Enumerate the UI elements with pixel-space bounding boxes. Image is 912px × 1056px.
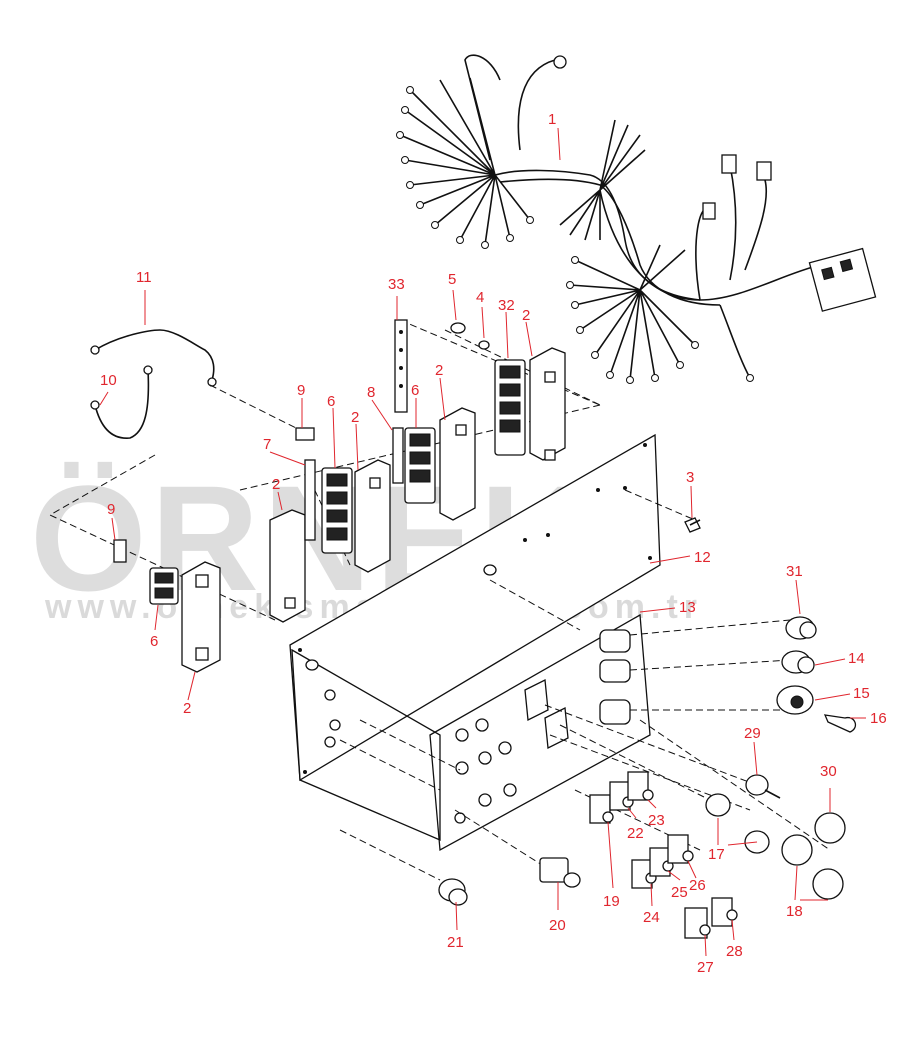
toggle-switch-27 <box>684 907 711 939</box>
callout-15: 15 <box>853 685 870 702</box>
strip-7 <box>304 459 316 541</box>
callout-9-a: 9 <box>297 382 305 399</box>
callout-1: 1 <box>548 111 556 128</box>
callout-31: 31 <box>786 563 803 580</box>
callout-29: 29 <box>744 725 761 742</box>
callout-24: 24 <box>643 909 660 926</box>
callout-2-c: 2 <box>351 409 359 426</box>
gauge-cap-18-b <box>812 868 844 900</box>
fuse-holder-2-a <box>181 561 221 673</box>
fuse-block-6-a <box>149 567 179 605</box>
relay-strip-33 <box>394 319 408 413</box>
gauge-29 <box>745 774 781 799</box>
callout-6-b: 6 <box>327 393 335 410</box>
fuse-block-6-c <box>404 427 436 504</box>
fuse-block-6-b <box>321 467 353 554</box>
indicator-31 <box>785 616 817 640</box>
back-panel-plate <box>291 648 441 841</box>
key-16 <box>823 714 857 733</box>
callout-6-a: 6 <box>150 633 158 650</box>
callout-19: 19 <box>603 893 620 910</box>
gauge-cap-18-a <box>781 834 813 866</box>
switch-20 <box>539 857 581 888</box>
callout-4: 4 <box>476 289 484 306</box>
wiring-harness <box>396 54 877 384</box>
switch-panel-13 <box>429 613 651 852</box>
callout-10: 10 <box>100 372 117 389</box>
callout-13: 13 <box>679 599 696 616</box>
ignition-switch-15 <box>776 685 814 715</box>
toggle-switch-25 <box>649 847 674 877</box>
callout-14: 14 <box>848 650 865 667</box>
washer-4 <box>478 340 490 350</box>
callout-8: 8 <box>367 384 375 401</box>
callout-25: 25 <box>671 884 688 901</box>
callout-23: 23 <box>648 812 665 829</box>
fuse-block-32 <box>494 359 526 456</box>
callout-21: 21 <box>447 934 464 951</box>
callout-2-a: 2 <box>183 700 191 717</box>
clip-9-a <box>295 427 315 441</box>
callout-28: 28 <box>726 943 743 960</box>
gauge-cap-30 <box>814 812 846 844</box>
callout-9-b: 9 <box>107 501 115 518</box>
callout-27: 27 <box>697 959 714 976</box>
callout-2-d: 2 <box>435 362 443 379</box>
callout-30: 30 <box>820 763 837 780</box>
callout-17: 17 <box>708 846 725 863</box>
callout-33: 33 <box>388 276 405 293</box>
fuse-holder-2-c <box>354 459 391 573</box>
callout-7: 7 <box>263 436 271 453</box>
callout-22: 22 <box>627 825 644 842</box>
callout-18: 18 <box>786 903 803 920</box>
callout-32: 32 <box>498 297 515 314</box>
fuse-holder-2-e <box>529 347 566 461</box>
callout-12: 12 <box>694 549 711 566</box>
screw-3 <box>684 517 701 533</box>
callout-3: 3 <box>686 469 694 486</box>
fuse-holder-2-b <box>269 509 306 623</box>
gauge-17-a <box>705 793 731 817</box>
fuse-holder-2-d <box>439 407 476 521</box>
callout-6-c: 6 <box>411 382 419 399</box>
callout-26: 26 <box>689 877 706 894</box>
nut-5 <box>450 322 466 334</box>
toggle-switch-23 <box>627 771 654 801</box>
callout-2-b: 2 <box>272 476 280 493</box>
callout-16: 16 <box>870 710 887 727</box>
indicator-21 <box>438 878 468 906</box>
callout-11: 11 <box>136 269 152 286</box>
callout-20: 20 <box>549 917 566 934</box>
ground-cable-10 <box>90 365 153 439</box>
callout-5: 5 <box>448 271 456 288</box>
leader-lines <box>99 127 866 957</box>
callout-labels: 1 11 10 33 5 4 32 2 8 6 2 9 6 2 7 2 9 6 … <box>100 111 887 976</box>
indicator-14 <box>781 650 815 674</box>
bracket-8 <box>392 427 404 484</box>
callout-2-e: 2 <box>522 307 530 324</box>
toggle-switch-26 <box>667 834 694 864</box>
toggle-switch-28 <box>711 897 738 927</box>
clip-9-b <box>113 539 127 563</box>
